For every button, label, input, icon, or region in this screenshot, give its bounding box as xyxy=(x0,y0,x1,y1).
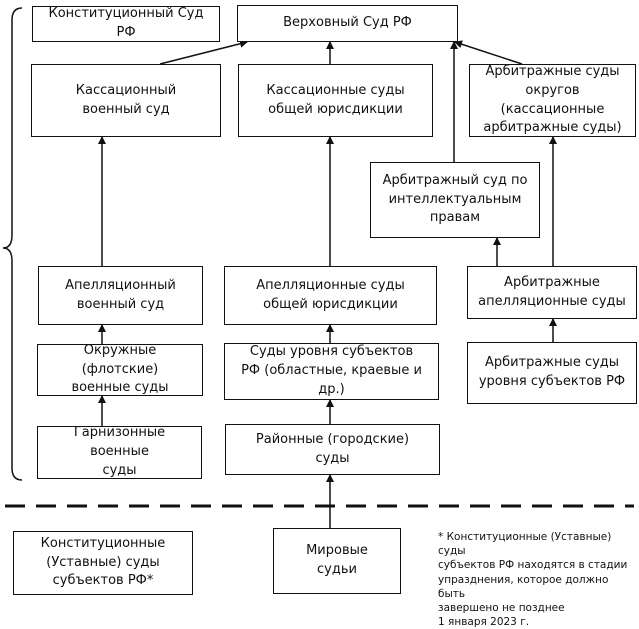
box-magistrates-label: Мировые судьи xyxy=(306,543,368,577)
left-brace xyxy=(2,7,23,481)
box-appeal-arbitration: Арбитражные апелляционные суды xyxy=(467,266,637,319)
box-arbitration-districts: Арбитражные суды округов (кассационные а… xyxy=(469,64,636,137)
box-appeal-general: Апелляционные суды общей юрисдикции xyxy=(224,266,437,325)
box-arbitration-districts-label: Арбитражные суды округов (кассационные а… xyxy=(483,63,622,136)
box-cassation-general-label: Кассационные суды общей юрисдикции xyxy=(266,82,405,117)
box-ip-court-label: Арбитражный суд по интеллектуальным прав… xyxy=(382,172,528,226)
box-constitutional-subjects: Конституционные (Уставные) суды субъекто… xyxy=(13,531,193,595)
box-garrison-courts: Гарнизонные военные суды xyxy=(37,425,202,479)
box-appeal-military-label: Апелляционный военный суд xyxy=(65,277,176,312)
box-district-courts: Районные (городские) суды xyxy=(225,424,440,475)
arrow-arb-districts-to-supreme xyxy=(454,40,523,65)
box-appeal-arbitration-label: Арбитражные апелляционные суды xyxy=(478,274,626,309)
box-magistrates: Мировые судьи xyxy=(273,528,401,594)
arrow-cassation-military-to-supreme xyxy=(159,39,248,65)
connectors-layer xyxy=(2,7,634,528)
box-constitutional-subjects-label: Конституционные (Уставные) суды субъекто… xyxy=(40,535,166,589)
box-appeal-general-label: Апелляционные суды общей юрисдикции xyxy=(256,277,405,312)
box-cassation-military: Кассационный военный суд xyxy=(31,64,221,137)
box-regional-courts-label: Суды уровня субъектов РФ (областные, кра… xyxy=(241,344,422,397)
box-supreme-court: Верховный Суд РФ xyxy=(237,5,458,42)
box-regional-courts: Суды уровня субъектов РФ (областные, кра… xyxy=(224,343,439,400)
box-cassation-military-label: Кассационный военный суд xyxy=(75,82,177,117)
box-cassation-general: Кассационные суды общей юрисдикции xyxy=(238,64,433,137)
box-district-courts-label: Районные (городские) суды xyxy=(255,431,410,466)
box-arbitration-regional-label: Арбитражные суды уровня субъектов РФ xyxy=(478,355,626,389)
box-garrison-courts-label: Гарнизонные военные суды xyxy=(73,425,166,478)
box-arbitration-regional: Арбитражные суды уровня субъектов РФ xyxy=(467,342,637,404)
box-constitutional-court-label: Конституционный Суд РФ xyxy=(48,6,204,40)
footnote: * Конституционные (Уставные) суды субъек… xyxy=(438,531,628,629)
box-district-military: Окружные (флотские) военные суды xyxy=(37,342,203,396)
box-appeal-military: Апелляционный военный суд xyxy=(38,266,203,325)
box-ip-court: Арбитражный суд по интеллектуальным прав… xyxy=(370,162,540,238)
box-supreme-court-label: Верховный Суд РФ xyxy=(283,15,412,31)
box-district-military-label: Окружные (флотские) военные суды xyxy=(71,342,169,396)
box-constitutional-court: Конституционный Суд РФ xyxy=(32,6,220,42)
